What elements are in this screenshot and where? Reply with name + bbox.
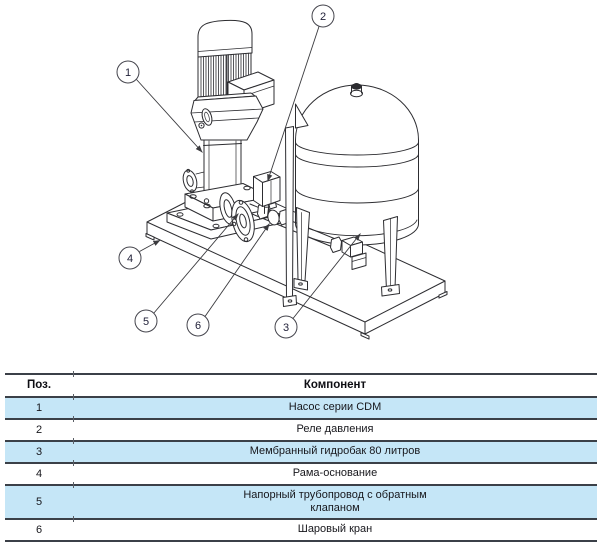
callout-1-label: 1 xyxy=(125,67,131,79)
callout-2-label: 2 xyxy=(320,11,326,23)
callout-4-label: 4 xyxy=(127,253,133,265)
callout-3-label: 3 xyxy=(283,322,289,334)
tank-connection-drawing xyxy=(330,236,367,270)
table-row: 3 Мембранный гидробак 80 литров xyxy=(5,438,597,462)
component-cell: Реле давления xyxy=(73,423,597,436)
assembly-drawing: 1 2 3 4 5 6 xyxy=(116,4,448,340)
pump-station-diagram: 1 2 3 4 5 6 xyxy=(116,4,448,340)
air-valve-icon xyxy=(350,83,363,98)
table-row: 2 Реле давления xyxy=(5,416,597,440)
component-cell: Насос серии CDM xyxy=(73,401,597,414)
component-text: Напорный трубопровод с обратным клапаном xyxy=(243,489,427,514)
header-component: Компонент xyxy=(303,379,367,391)
table-row: 6 Шаровый кран xyxy=(5,516,597,540)
pos-cell: 1 xyxy=(35,401,43,414)
pos-cell: 5 xyxy=(35,495,43,508)
callout-4: 4 xyxy=(118,246,142,270)
table-row: 1 Насос серии CDM xyxy=(5,394,597,418)
pos-cell: 2 xyxy=(35,423,43,436)
component-cell: Шаровый кран xyxy=(73,523,597,536)
callout-5: 5 xyxy=(134,309,158,333)
pos-cell: 4 xyxy=(35,467,43,480)
component-text: Рама-основание xyxy=(292,467,378,480)
tank-drawing xyxy=(295,83,419,246)
check-valve-flanges-drawing xyxy=(219,192,255,243)
component-text: Шаровый кран xyxy=(297,523,373,536)
component-text: Мембранный гидробак 80 литров xyxy=(249,445,421,458)
table-row: 4 Рама-основание xyxy=(5,460,597,484)
tank-legs-drawing xyxy=(282,103,400,307)
callout-3: 3 xyxy=(274,315,298,339)
component-cell: Мембранный гидробак 80 литров xyxy=(73,445,597,458)
pos-cell: 6 xyxy=(35,523,43,536)
callout-5-label: 5 xyxy=(143,316,149,328)
pos-cell: 3 xyxy=(35,445,43,458)
callout-leaders xyxy=(136,26,361,319)
component-cell: Рама-основание xyxy=(73,467,597,480)
pipework-drawing xyxy=(219,171,367,270)
header-pos: Поз. xyxy=(26,379,52,391)
component-text: Реле давления xyxy=(296,423,374,436)
parts-table: Поз. Компонент 1 Насос серии CDM 2 Реле … xyxy=(5,371,597,542)
pump-drawing xyxy=(166,19,282,240)
table-header-row: Поз. Компонент xyxy=(5,371,597,396)
callout-6-label: 6 xyxy=(195,320,201,332)
component-cell: Напорный трубопровод с обратным клапаном xyxy=(73,489,597,515)
callout-1: 1 xyxy=(116,60,140,84)
pressure-switch-drawing xyxy=(253,171,281,214)
callout-2: 2 xyxy=(311,4,335,28)
component-text: Насос серии CDM xyxy=(288,401,382,414)
table-row: 5 Напорный трубопровод с обратным клапан… xyxy=(5,482,597,518)
callout-6: 6 xyxy=(186,313,210,337)
